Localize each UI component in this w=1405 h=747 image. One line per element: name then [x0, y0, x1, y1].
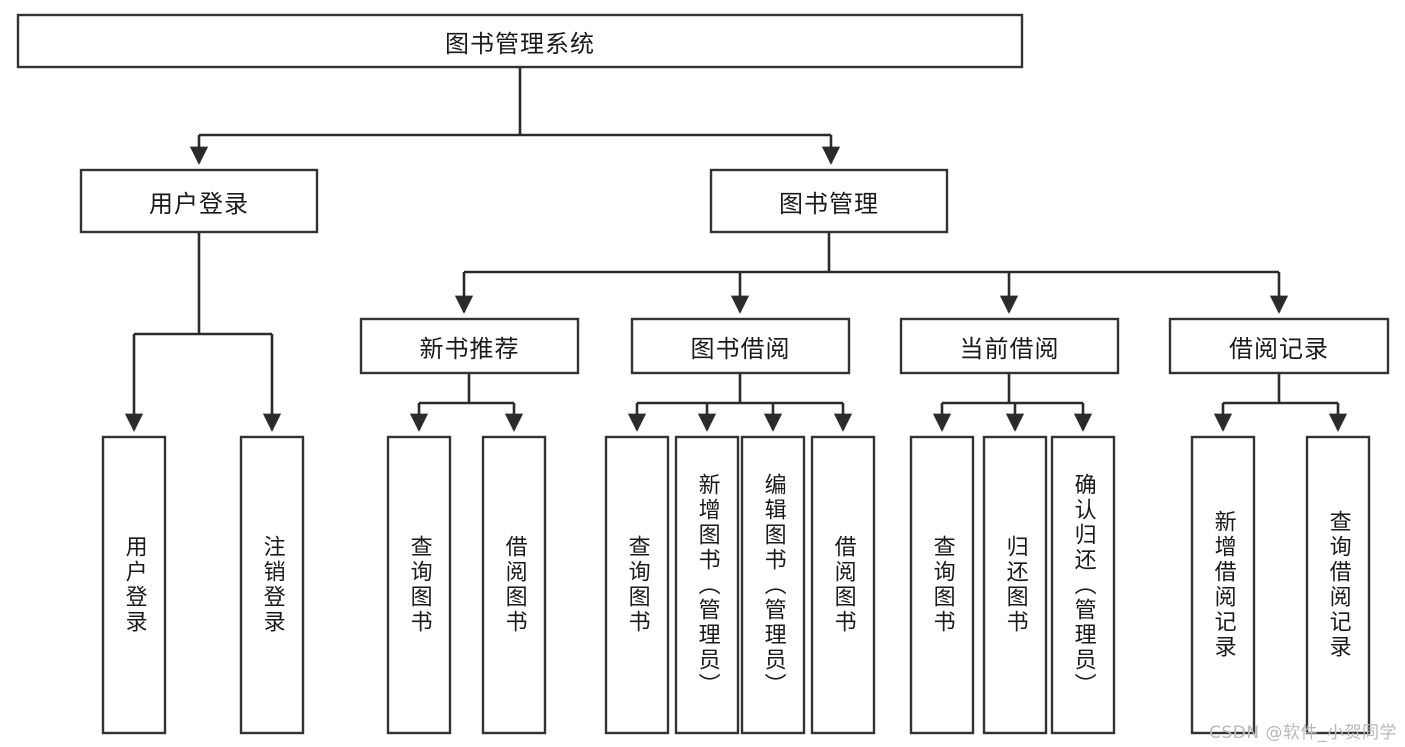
node-box-new-book-rec[interactable] — [359, 317, 580, 375]
node-box-user-login[interactable] — [79, 168, 319, 234]
node-box-borrow-record[interactable] — [1168, 317, 1390, 375]
node-box-leaf-add-record[interactable] — [1190, 435, 1256, 735]
node-box-leaf-query-book-rec[interactable] — [386, 435, 452, 735]
connector-root-to-level2 — [189, 67, 841, 165]
node-box-leaf-logout[interactable] — [239, 435, 305, 735]
node-box-leaf-user-login[interactable] — [101, 435, 167, 735]
connector-user-login-to-leaves — [124, 232, 282, 432]
node-box-leaf-add-book[interactable] — [674, 435, 740, 735]
connector-current-borrow-to-leaves — [932, 373, 1093, 432]
node-box-leaf-edit-book[interactable] — [740, 435, 806, 735]
node-box-leaf-query-record[interactable] — [1305, 435, 1371, 735]
node-box-leaf-query-book-bb[interactable] — [604, 435, 670, 735]
node-box-leaf-query-book-cb[interactable] — [909, 435, 975, 735]
node-box-layer — [16, 13, 1390, 735]
node-box-leaf-borrow-book-rec[interactable] — [481, 435, 547, 735]
connector-book-borrow-to-leaves — [627, 373, 853, 432]
watermark: CSDN @软件_小贺同学 — [1209, 723, 1397, 743]
connector-borrow-record-to-leaves — [1213, 373, 1348, 432]
node-box-root[interactable] — [16, 13, 1024, 69]
node-box-leaf-confirm-return[interactable] — [1050, 435, 1116, 735]
connector-new-book-rec-to-leaves — [409, 373, 524, 432]
connector-book-manage-to-level3 — [454, 232, 1289, 314]
node-box-leaf-return-book[interactable] — [982, 435, 1048, 735]
node-box-current-borrow[interactable] — [899, 317, 1120, 375]
node-box-book-manage[interactable] — [709, 168, 949, 234]
node-box-book-borrow[interactable] — [630, 317, 851, 375]
node-box-leaf-borrow-book-bb[interactable] — [810, 435, 876, 735]
